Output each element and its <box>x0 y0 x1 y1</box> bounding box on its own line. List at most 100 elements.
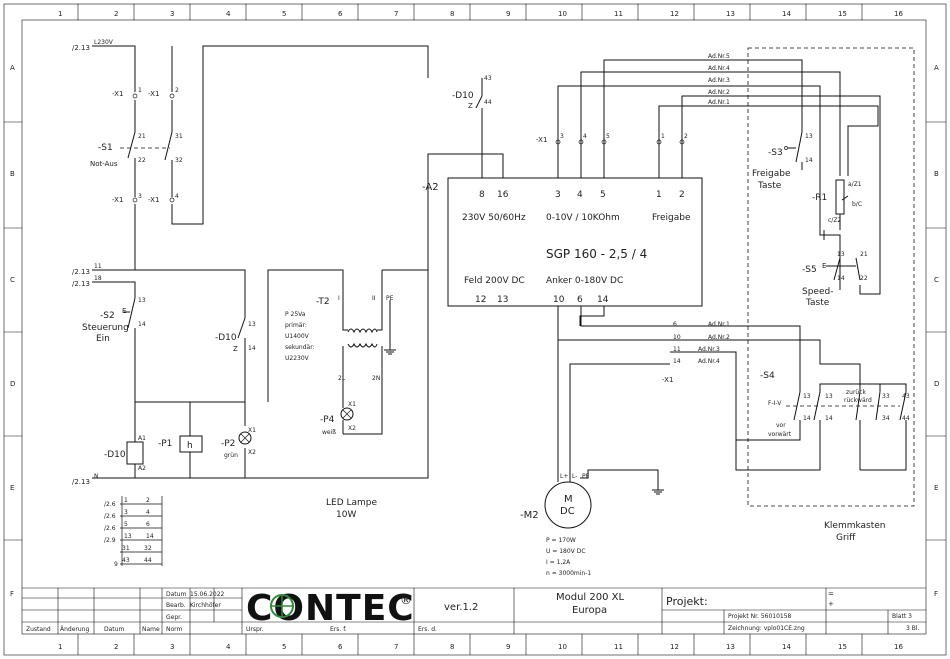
col-label: 7 <box>394 643 398 651</box>
tb-aenderung: Änderung <box>60 626 89 633</box>
col-label: 10 <box>558 643 567 651</box>
s4-contact: 34 <box>882 415 890 422</box>
xref-ref: /2.6 <box>104 525 116 532</box>
t2-prim-value: U1400V <box>285 333 310 340</box>
t2-p: P 25Va <box>285 311 306 318</box>
r1-a: a/Z1 <box>848 181 862 188</box>
transformer-t2: -T2 P 25Va primär: U1400V sekundär: U223… <box>285 295 394 382</box>
x1-label: -X1 <box>112 196 123 204</box>
t2-pe: PE <box>386 295 394 302</box>
tb-gepr-label: Gepr. <box>166 614 182 621</box>
s1-desc: Not-Aus <box>90 160 118 168</box>
col-label: 8 <box>450 10 454 18</box>
cable-core: Ad.Nr.2 <box>708 89 730 96</box>
drive-model: SGP 160 - 2,5 / 4 <box>546 247 647 261</box>
m2-dc: DC <box>560 506 575 517</box>
x1-label: -X1 <box>148 90 159 98</box>
col-label: 13 <box>726 10 735 18</box>
xref-a: 1 <box>124 497 128 504</box>
x1-main-5: 5 <box>606 133 610 140</box>
col-label: 10 <box>558 10 567 18</box>
s4-contact: 43 <box>902 393 910 400</box>
drive-terminal: 13 <box>497 295 508 305</box>
xref-ref: /2.9 <box>104 537 116 544</box>
s3-13: 13 <box>805 133 813 140</box>
xref-b: 2 <box>146 497 150 504</box>
drive-power-label: 230V 50/60Hz <box>462 213 526 223</box>
cable-core: Ad.Nr.4 <box>698 358 720 365</box>
xref-b: 44 <box>144 557 152 564</box>
s4-contact: 13 <box>825 393 833 400</box>
tb-urspr: Urspr. <box>246 626 264 633</box>
xref-a: 3 <box>124 509 128 516</box>
col-label: 9 <box>506 643 510 651</box>
p2-desc: grün <box>224 452 238 459</box>
grip-box-caption-2: Griff <box>836 533 856 543</box>
col-label: 1 <box>58 643 62 651</box>
d10a-13: 13 <box>248 321 256 328</box>
s4-contact: 14 <box>803 415 811 422</box>
t2-prim-label: primär: <box>285 322 307 329</box>
s4-forward-2: vorwärt <box>768 431 792 438</box>
drive-terminal: 8 <box>479 190 485 200</box>
control-wiring <box>92 45 483 479</box>
drive-signal-wiring: -X1 3 4 5 1 2 Ad.Nr.5 Ad.Nr.4 Ad.Nr.3 Ad… <box>482 53 750 178</box>
tb-name: Name <box>142 626 160 633</box>
s4-contact: 44 <box>902 415 910 422</box>
ref-18: /2.13 <box>72 280 90 288</box>
drive-label-a2: -A2 <box>422 182 439 193</box>
cable-core: Ad.Nr.3 <box>698 346 720 353</box>
s5-e: E <box>822 262 826 270</box>
potentiometer-r1: -R1 a/Z1 b/C c/Z2 <box>812 179 862 230</box>
xref-ref: /2.6 <box>104 513 116 520</box>
s1-t22: 22 <box>138 157 146 164</box>
relay-contact-d10-43: -D10 Z 43 44 <box>452 75 492 110</box>
project-number: Projekt Nr. 56010158 <box>728 613 792 620</box>
relay-coil-d10: -D10 A1 A2 <box>104 435 146 472</box>
grip-box-caption-1: Klemmkasten <box>824 521 886 531</box>
d10b-label: -D10 <box>104 450 126 460</box>
col-label: 16 <box>894 643 903 651</box>
row-label: D <box>10 380 15 388</box>
s4-label: -S4 <box>760 371 775 381</box>
x1-number: 2 <box>175 87 179 94</box>
s2-desc2: Ein <box>96 334 110 344</box>
row-label: B <box>10 170 15 178</box>
col-label: 16 <box>894 10 903 18</box>
logo-registered-mark: ® <box>400 593 412 607</box>
cable-core: Ad.Nr.2 <box>708 334 730 341</box>
m2-m: M <box>564 494 573 505</box>
row-label: A <box>934 64 939 72</box>
tb-datum-label: Datum <box>166 591 186 598</box>
drive-terminal: 16 <box>497 190 509 200</box>
project-label: Projekt: <box>666 595 708 608</box>
s3-desc1: Freigabe <box>752 169 791 179</box>
cable-core: Ad.Nr.1 <box>708 321 730 328</box>
sheet-number: Blatt 3 <box>892 613 912 620</box>
grip-wiring <box>750 59 881 295</box>
row-label: E <box>10 484 14 492</box>
xref-a: 13 <box>124 533 132 540</box>
row-labels: A B C D E F A B C D E F <box>10 64 939 598</box>
s4-contact: 14 <box>825 415 833 422</box>
drive-terminal: 10 <box>553 295 565 305</box>
indicator-lamp-p2: -P2 grün X1 X2 <box>221 427 256 459</box>
col-label: 14 <box>782 643 791 651</box>
r1-label: -R1 <box>812 193 827 203</box>
s1-t31: 31 <box>175 133 183 140</box>
s4-reverse-1: zurück <box>846 389 867 396</box>
xref-b: 14 <box>146 533 154 540</box>
x1-main-label: -X1 <box>536 136 547 144</box>
d10a-14: 14 <box>248 345 256 352</box>
col-label: 3 <box>170 10 174 18</box>
t2-2n: 2N <box>372 375 380 382</box>
s5-22: 22 <box>860 275 868 282</box>
p4-label: -P4 <box>320 415 335 425</box>
s1-t21: 21 <box>138 133 146 140</box>
m2-pe: PE <box>582 473 590 480</box>
s2-13: 13 <box>138 297 146 304</box>
drawing-version: ver.1.2 <box>444 602 478 613</box>
motor-drive-a2: 8 16 3 4 5 1 2 230V 50/60Hz 0-10V / 10KO… <box>447 177 703 307</box>
ref-l230: /2.13 <box>72 44 90 52</box>
